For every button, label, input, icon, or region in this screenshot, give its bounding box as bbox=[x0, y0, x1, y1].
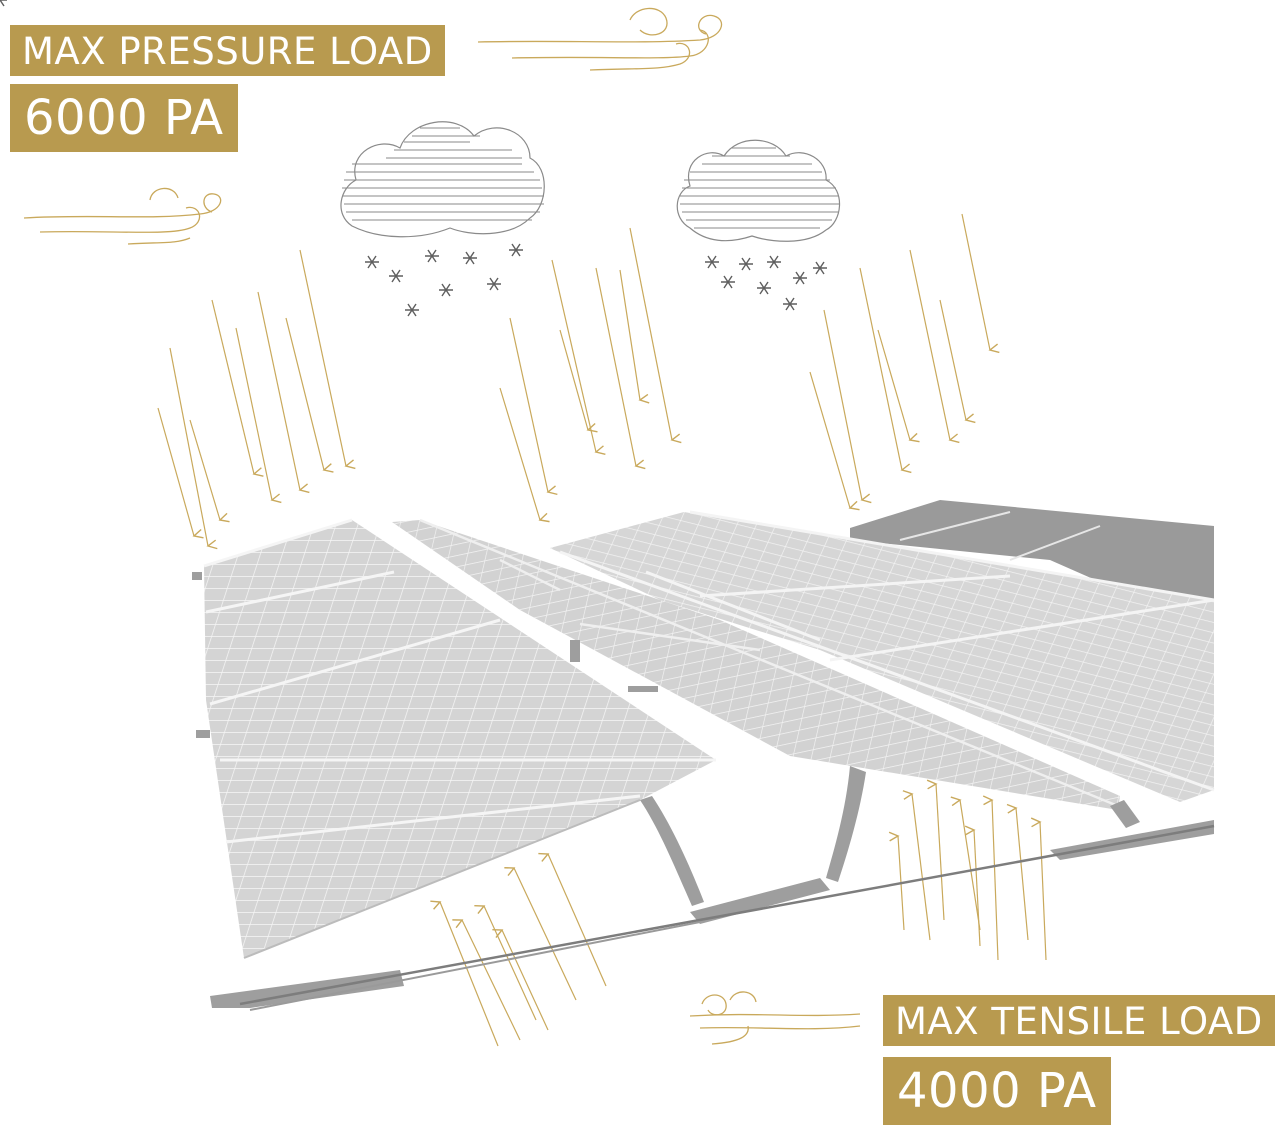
solar-panel-array bbox=[192, 500, 1215, 1011]
snow-cloud-icon bbox=[676, 139, 841, 242]
snow-cloud-icon bbox=[340, 121, 545, 238]
max-tensile-load-value: 4000 PA bbox=[883, 1057, 1111, 1125]
wind-gust-icon bbox=[477, 7, 723, 71]
max-tensile-load-label: MAX TENSILE LOAD bbox=[883, 995, 1275, 1046]
wind-gust-icon bbox=[23, 187, 222, 245]
downward-arrow-icon bbox=[157, 213, 1000, 550]
wind-gust-icon bbox=[689, 991, 861, 1045]
max-pressure-load-label: MAX PRESSURE LOAD bbox=[10, 25, 445, 76]
max-pressure-load-value: 6000 PA bbox=[10, 84, 238, 152]
snowflake-icon bbox=[0, 0, 828, 317]
